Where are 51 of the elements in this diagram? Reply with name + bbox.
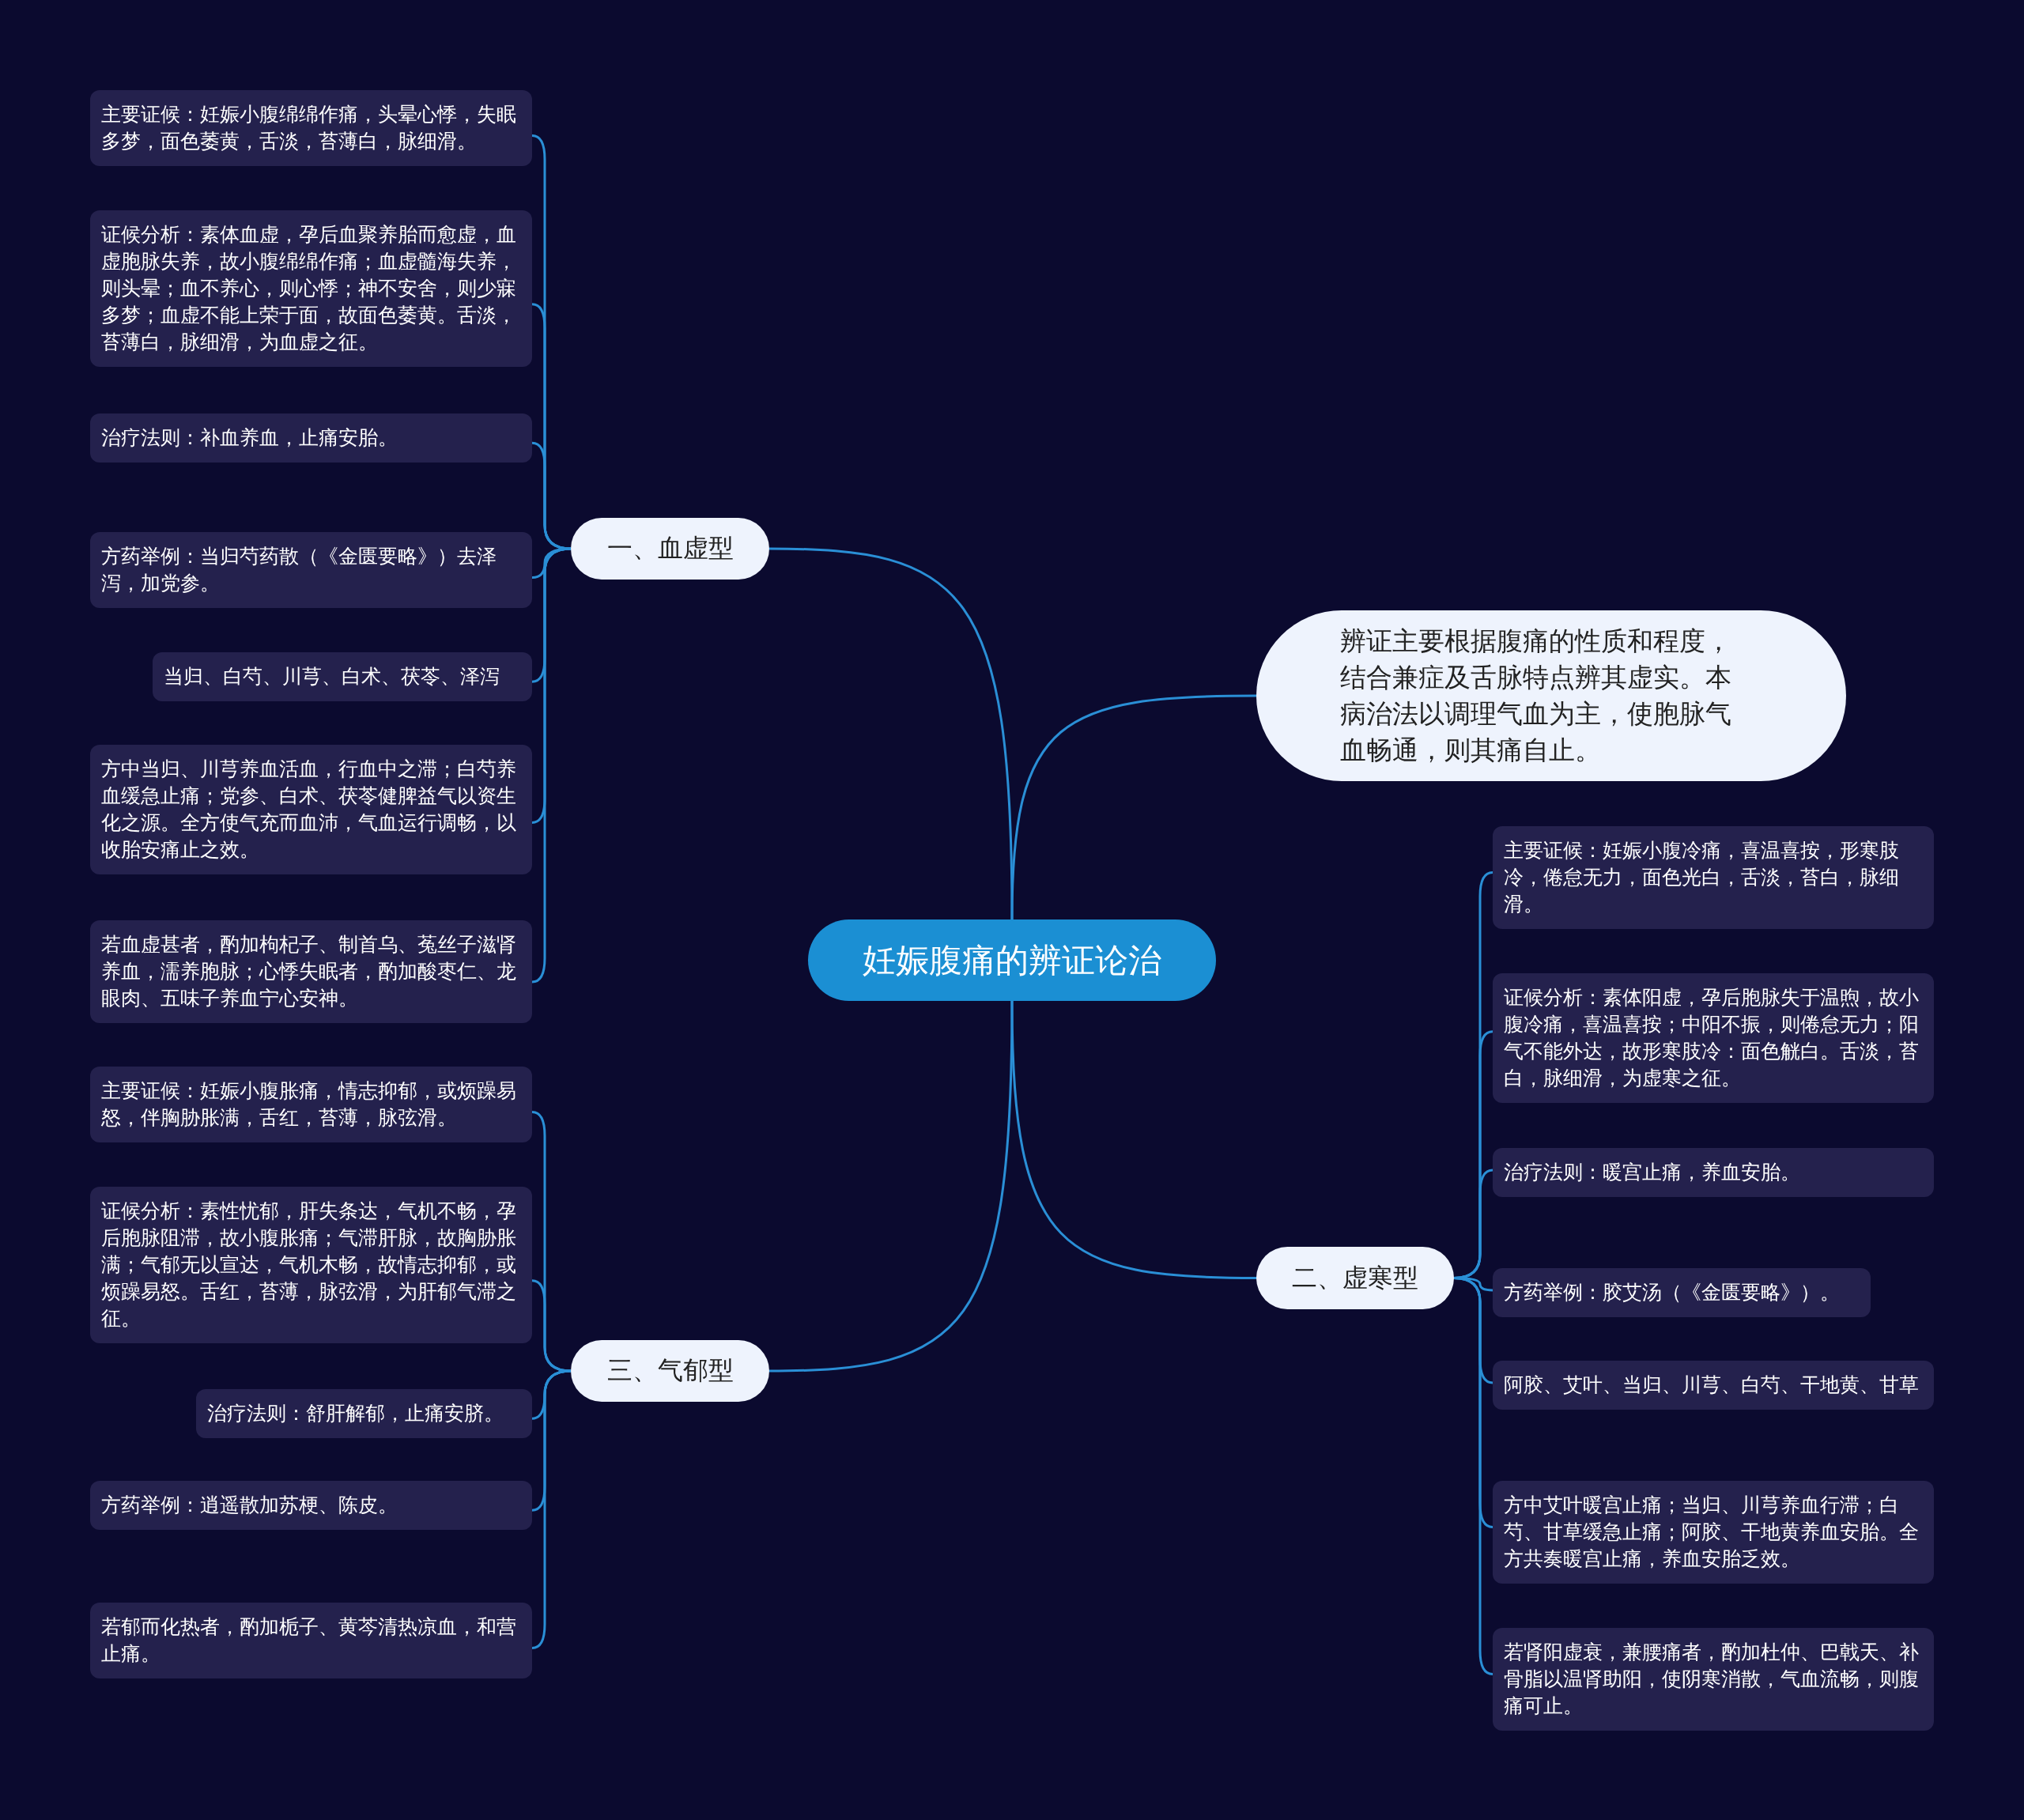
note-card: [1493, 1481, 1934, 1584]
note-card: [90, 1481, 532, 1530]
node-text: 若肾阳虚衰，兼腰痛者，酌加杜仲、巴戟天、补骨脂以温肾助阳，使阴寒消散，气血流畅，则腹痛可止。: [1504, 1640, 1920, 1719]
note-card: [90, 1067, 532, 1142]
node-text: 主要证候：妊娠小腹冷痛，喜温喜按，形寒肢冷，倦怠无力，面色光白，舌淡，苔白，脉细滑。: [1504, 838, 1900, 917]
note-card: [90, 210, 532, 367]
node-text: 证候分析：素体阳虚，孕后胞脉失于温煦，故小腹冷痛，喜温喜按；中阳不振，则倦怠无力；阳气不能外达，故形寒肢冷：面色觥白。舌淡，苔白，脉细滑，为虚寒之征。: [1504, 985, 1920, 1091]
connector-line: [1453, 1277, 1493, 1675]
node-text: 若血虚甚者，酌加枸杞子、制首乌、菟丝子滋肾养血，濡养胞脉；心悸失眠者，酌加酸枣仁、龙眼肉、五味子养血宁心安神。: [101, 932, 517, 1011]
note-card: [1493, 1148, 1934, 1197]
note-card: [153, 652, 532, 701]
node-text: 阿胶、艾叶、当归、川芎、白芍、干地黄、甘草: [1504, 1373, 1920, 1398]
connector-line: [1010, 1000, 1257, 1279]
note-card: [1493, 1628, 1934, 1731]
connector-line: [531, 1369, 572, 1650]
node-text: 主要证候：妊娠小腹胀痛，情志抑郁，或烦躁易怒，伴胸胁胀满，舌红，苔薄，脉弦滑。: [101, 1078, 517, 1131]
note-card: [90, 920, 532, 1023]
note-card: [90, 413, 532, 463]
connector-line: [531, 1279, 572, 1373]
note-card: [90, 745, 532, 874]
node-text: 方药举例：当归芍药散（《金匮要略》）去泽泻，加党参。: [101, 544, 497, 596]
note-card: [90, 1187, 532, 1343]
node-text: 治疗法则：舒肝解郁，止痛安脐。: [207, 1401, 504, 1426]
note-card: [1493, 973, 1934, 1103]
node-text: 当归、白芍、川芎、白术、茯苓、泽泻: [164, 664, 500, 689]
node-text: 方中艾叶暖宫止痛；当归、川芎养血行滞；白芍、甘草缓急止痛；阿胶、干地黄养血安胎。全方共奏暖宫止痛，养血安胎乏效。: [1504, 1493, 1920, 1572]
node-text: 方药举例：胶艾汤（《金匮要略》）。: [1504, 1280, 1841, 1305]
note-card: [1493, 1361, 1934, 1410]
node-text: 主要证候：妊娠小腹绵绵作痛，头晕心悸，失眠多梦，面色萎黄，舌淡，苔薄白，脉细滑。: [101, 102, 517, 154]
node-text: 三、气郁型: [606, 1354, 734, 1387]
note-card: [90, 90, 532, 166]
node-text: 若郁而化热者，酌加栀子、黄芩清热凉血，和营止痛。: [101, 1614, 517, 1667]
node-text: 方药举例：逍遥散加苏梗、陈皮。: [101, 1493, 398, 1518]
node-text: 方中当归、川芎养血活血，行血中之滞；白芍养血缓急止痛；党参、白术、茯苓健脾益气以资生化之源。全方使气充而血沛，气血运行调畅，以收胎安痛止之效。: [101, 757, 517, 863]
node-text: 一、血虚型: [606, 532, 734, 565]
connector-line: [531, 441, 572, 550]
note-card: [90, 1603, 532, 1678]
node-text: 妊娠腹痛的辨证论治: [863, 939, 1161, 981]
node-text: 治疗法则：补血养血，止痛安胎。: [101, 425, 398, 451]
note-card: [1493, 826, 1934, 929]
connector-line: [768, 1000, 1014, 1373]
node-text: 治疗法则：暖宫止痛，养血安胎。: [1504, 1160, 1801, 1185]
connector-line: [768, 547, 1014, 920]
node-text: 证候分析：素性忧郁，肝失条达，气机不畅，孕后胞脉阻滞，故小腹胀痛；气滞肝脉，故胸胁胀满；气郁无以宣达，气机木畅，故情志抑郁，或烦躁易怒。舌红，苔薄，脉弦滑，为肝郁气滞之征。: [101, 1199, 517, 1331]
node-text: 证候分析：素体血虚，孕后血聚养胎而愈虚，血虚胞脉失养，故小腹绵绵作痛；血虚髓海失养，则头晕；血不养心，则心悸；神不安舍，则少寐多梦；血虚不能上荣于面，故面色萎黄。舌淡，苔薄白，脉细滑，为血虚之征。: [101, 222, 517, 355]
note-card: [1493, 1268, 1871, 1317]
connector-line: [1010, 694, 1256, 920]
node-text: 二、虚寒型: [1292, 1261, 1418, 1294]
note-card: [196, 1389, 532, 1438]
note-card: [90, 532, 532, 608]
node-text: 辨证主要根据腹痛的性质和程度，结合兼症及舌脉特点辨其虚实。本病治法以调理气血为主，使胞脉气血畅通，则其痛自止。: [1340, 625, 1732, 767]
